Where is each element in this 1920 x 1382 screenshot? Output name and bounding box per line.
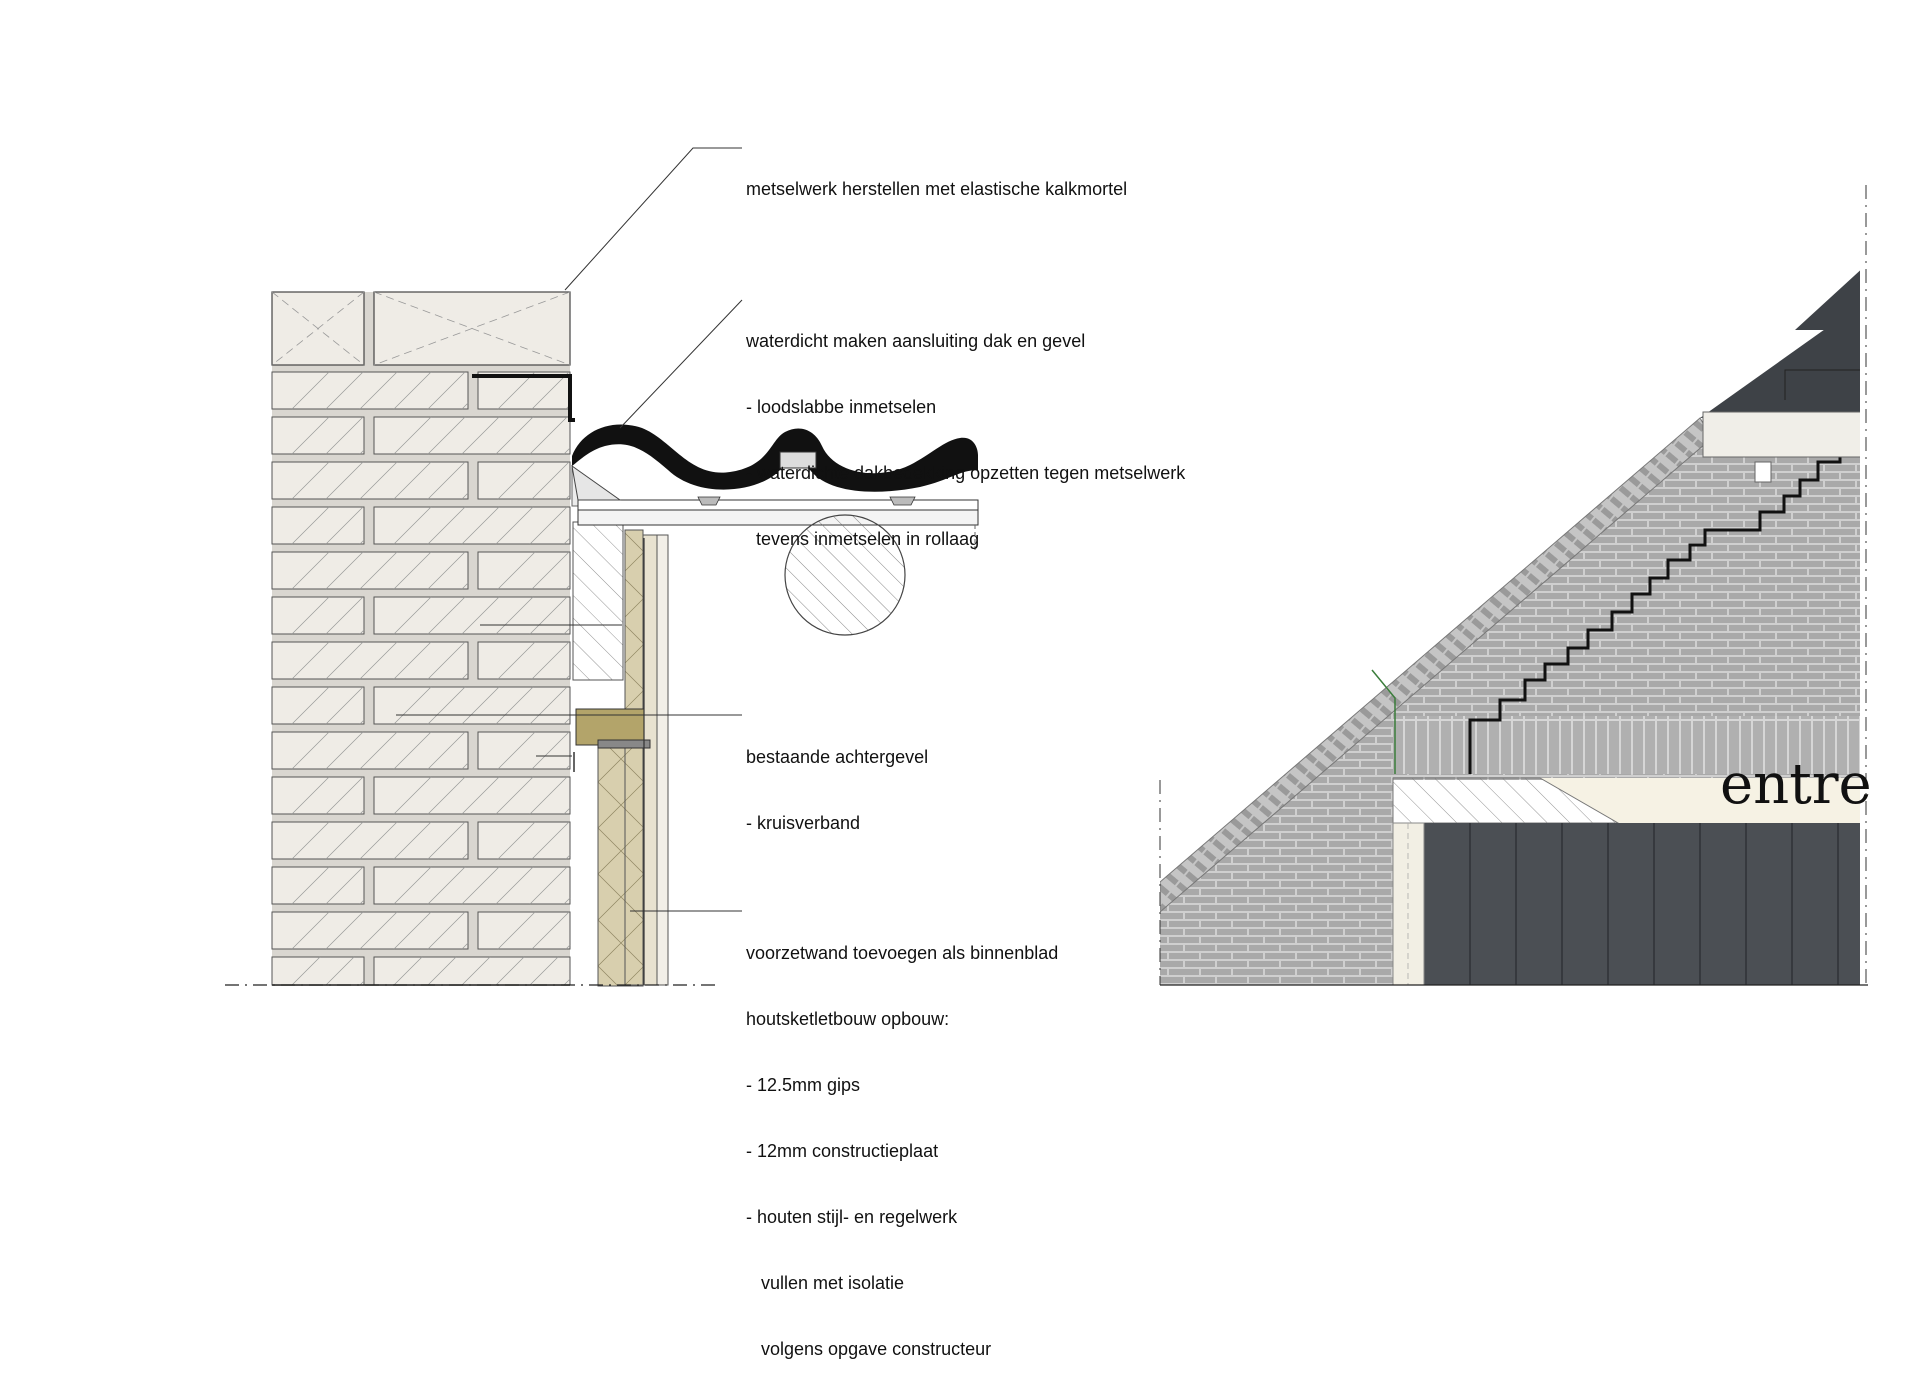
brick	[373, 596, 571, 635]
brick	[271, 596, 365, 635]
brick	[271, 416, 365, 455]
gypsum-board	[656, 534, 669, 986]
wall-infill	[572, 521, 624, 681]
annotation-roof-connection: waterdicht maken aansluiting dak en geve…	[746, 286, 1185, 572]
annotation-line: voorzetwand toevoegen als binnenblad	[746, 943, 1059, 963]
dark-panel-door	[1424, 823, 1860, 985]
lead-flashing	[472, 374, 575, 422]
roof-beam	[784, 514, 906, 636]
annotation-line: houtsketletbouw opbouw:	[746, 1009, 950, 1029]
brick	[373, 416, 571, 455]
brick	[373, 686, 571, 725]
annotation-line: bestaande achtergevel	[746, 747, 929, 767]
brick	[271, 461, 469, 500]
brick	[373, 776, 571, 815]
brick	[477, 371, 571, 410]
annotation-line: - loodslabbe inmetselen	[746, 397, 937, 417]
brick	[271, 686, 365, 725]
brick	[477, 731, 571, 770]
detail-drawing	[225, 147, 1868, 987]
annotation-line: vullen met isolatie	[746, 1273, 905, 1293]
crack-line	[1468, 442, 1860, 774]
brick	[271, 821, 469, 860]
brick	[271, 551, 469, 590]
gutter	[1702, 411, 1860, 458]
construction-board	[642, 534, 658, 986]
brick	[271, 866, 365, 905]
annotation-line: tevens inmetselen in rollaag	[746, 529, 980, 549]
brick-courses	[271, 371, 571, 986]
brick	[477, 911, 571, 950]
brick	[477, 641, 571, 680]
leader-lines	[396, 147, 743, 912]
brick	[271, 776, 365, 815]
roof-tiles	[572, 424, 978, 492]
annotation-inner-wall: voorzetwand toevoegen als binnenblad hou…	[746, 898, 1058, 1382]
brick	[271, 371, 469, 410]
annotation-line: metselwerk herstellen met elastische kal…	[746, 179, 1128, 199]
brick	[271, 641, 469, 680]
annotation-line: volgens opgave constructeur	[746, 1339, 992, 1359]
annotation-line: - 12.5mm gips	[746, 1075, 861, 1095]
roof-deck	[577, 509, 979, 526]
annotation-line: - kruisverband	[746, 813, 861, 833]
brick	[271, 731, 469, 770]
facade-elevation	[1160, 270, 1860, 986]
annotation-line: - 12mm constructieplaat	[746, 1141, 939, 1161]
annotation-mortar: metselwerk herstellen met elastische kal…	[746, 134, 1127, 222]
annotation-line: - houten stijl- en regelwerk	[746, 1207, 958, 1227]
annotation-facade: bestaande achtergevel - kruisverband	[746, 702, 928, 856]
brick	[477, 461, 571, 500]
brick	[271, 506, 365, 545]
annotation-line: waterdicht maken aansluiting dak en geve…	[746, 331, 1086, 351]
brick	[271, 911, 469, 950]
brick	[373, 506, 571, 545]
brick	[373, 866, 571, 905]
annotation-line: - waterdichte dakbedekking opzetten tege…	[746, 463, 1186, 483]
brick	[373, 956, 571, 986]
wall-section	[225, 291, 979, 987]
roof-slope	[1700, 304, 1860, 418]
brick	[477, 551, 571, 590]
entrance-sign: entre	[1720, 752, 1870, 817]
brick	[477, 821, 571, 860]
